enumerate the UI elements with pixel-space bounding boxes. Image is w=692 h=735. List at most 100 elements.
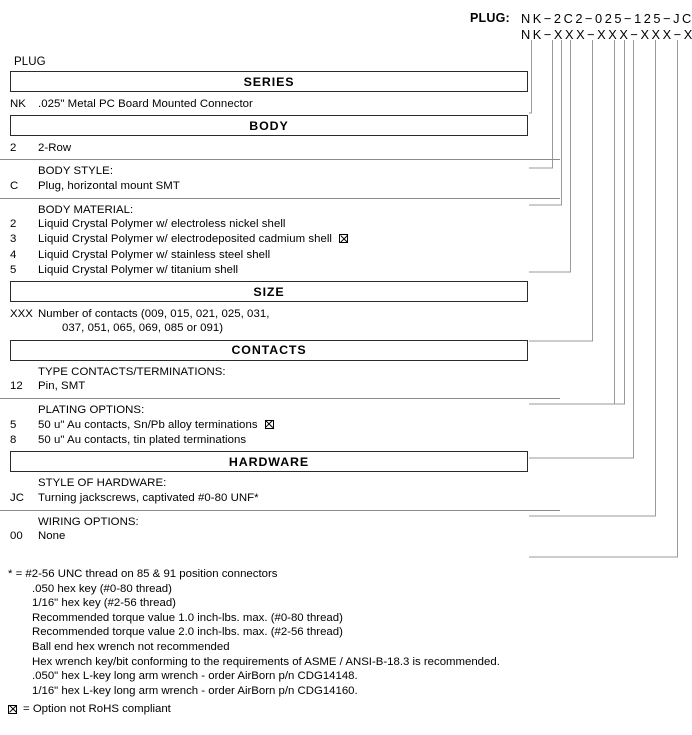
option-row[interactable]: XXX Number of contacts (009, 015, 021, 02… xyxy=(0,306,560,335)
group-heading: PLATING OPTIONS: xyxy=(38,404,145,417)
footnote-line: Recommended torque value 2.0 inch-lbs. m… xyxy=(32,626,343,639)
rohs-legend-text: = Option not RoHS compliant xyxy=(23,703,171,715)
footnote-line: .050 hex key (#0-80 thread) xyxy=(32,582,172,595)
option-code: C xyxy=(10,179,19,192)
option-row[interactable]: C Plug, horizontal mount SMT xyxy=(0,178,560,193)
option-description-text: .025" Metal PC Board Mounted Connector xyxy=(38,97,253,110)
option-code: 2 xyxy=(10,141,17,154)
section-title-box: SIZE xyxy=(10,281,528,303)
option-description-text: Liquid Crystal Polymer w/ stainless stee… xyxy=(38,248,271,261)
section-title-box: HARDWARE xyxy=(10,451,528,473)
section-title-box: SERIES xyxy=(10,71,528,92)
footnote-line: * = #2-56 UNC thread on 85 & 91 position… xyxy=(8,568,278,580)
option-description-text: None xyxy=(38,530,66,543)
section-hardware: HARDWARE STYLE OF HARDWARE: JC Turning jack… xyxy=(0,451,560,547)
option-row[interactable]: 5 50 u" Au contacts, Sn/Pb alloy terminat… xyxy=(0,417,560,432)
option-group: STYLE OF HARDWARE: JC Turning jackscrews, … xyxy=(0,472,560,509)
option-group: 2 2-Row xyxy=(0,136,560,159)
option-description: Liquid Crystal Polymer w/ stainless stee… xyxy=(38,248,270,262)
rohs-noncompliant-icon xyxy=(8,704,17,714)
section-title: CONTACTS xyxy=(231,343,307,358)
section-contacts: CONTACTS TYPE CONTACTS/TERMINATIONS: 12 Pin… xyxy=(0,339,560,452)
option-description-text: Liquid Crystal Polymer w/ electrodeposit… xyxy=(38,233,333,246)
option-code: XXX xyxy=(10,307,33,320)
footnote-line: Recommended torque value 1.0 inch-lbs. m… xyxy=(32,611,343,624)
option-description-text: Number of contacts (009, 015, 021, 025, … xyxy=(38,307,270,320)
part-number-header: PLUG: NK−2C2−025−125−JC00 NK−XXX−XXX−XXX… xyxy=(0,7,692,55)
part-number-template: NK−XXX−XXX−XXX−XXXX xyxy=(521,27,692,42)
option-row[interactable]: 3 Liquid Crystal Polymer w/ electrodeposi… xyxy=(0,232,560,247)
option-row[interactable]: JC Turning jackscrews, captivated #0-80 U… xyxy=(0,490,560,505)
option-code: 00 xyxy=(10,530,23,543)
option-description: 50 u" Au contacts, Sn/Pb alloy terminati… xyxy=(38,418,274,432)
group-heading: TYPE CONTACTS/TERMINATIONS: xyxy=(38,365,226,378)
section-size: SIZE XXX Number of contacts (009, 015, 021… xyxy=(0,281,560,339)
option-description: Turning jackscrews, captivated #0-80 UNF… xyxy=(38,491,259,505)
option-row[interactable]: 00 None xyxy=(0,529,560,544)
option-description-text: Liquid Crystal Polymer w/ electroless ni… xyxy=(38,218,286,231)
section-title: SIZE xyxy=(253,284,285,299)
group-heading: WIRING OPTIONS: xyxy=(38,515,139,528)
group-heading: BODY MATERIAL: xyxy=(38,203,134,216)
option-code: 5 xyxy=(10,418,17,431)
option-row[interactable]: 4 Liquid Crystal Polymer w/ stainless ste… xyxy=(0,247,560,262)
option-description-text: 2-Row xyxy=(38,141,72,154)
group-heading: STYLE OF HARDWARE: xyxy=(38,477,167,490)
option-group: BODY STYLE: C Plug, horizontal mount SMT xyxy=(0,159,560,197)
option-code: 12 xyxy=(10,380,23,393)
section-title: HARDWARE xyxy=(228,454,310,469)
option-row[interactable]: 8 50 u" Au contacts, tin plated terminati… xyxy=(0,432,560,447)
footnote-line: Hex wrench key/bit conforming to the req… xyxy=(32,655,500,668)
option-code: 8 xyxy=(10,433,17,446)
option-code: NK xyxy=(10,97,26,110)
section-title-box: CONTACTS xyxy=(10,339,528,361)
option-group: XXX Number of contacts (009, 015, 021, 02… xyxy=(0,302,560,339)
option-group: PLATING OPTIONS: 5 50 u" Au contacts, Sn/P… xyxy=(0,398,560,451)
option-description: Liquid Crystal Polymer w/ electroless ni… xyxy=(38,217,286,231)
section-title: BODY xyxy=(249,118,289,133)
option-description-text: Plug, horizontal mount SMT xyxy=(38,179,180,192)
section-title: SERIES xyxy=(243,74,295,89)
section-series: SERIES NK .025" Metal PC Board Mounted Con… xyxy=(0,71,560,115)
option-row[interactable]: 5 Liquid Crystal Polymer w/ titanium shel… xyxy=(0,262,560,277)
option-description: Liquid Crystal Polymer w/ titanium shell xyxy=(38,263,238,277)
option-group: NK .025" Metal PC Board Mounted Connector xyxy=(0,92,560,115)
part-number-breakdown-diagram: PLUG SERIES NK .025" Metal PC Board Mounte… xyxy=(0,56,560,548)
option-description-text: 50 u" Au contacts, Sn/Pb alloy terminati… xyxy=(38,418,258,431)
option-description-continuation: 037, 051, 065, 069, 085 or 091) xyxy=(62,322,224,335)
footnote-line: 1/16" hex L-key long arm wrench - order … xyxy=(32,684,358,697)
option-description: .025" Metal PC Board Mounted Connector xyxy=(38,97,253,111)
section-title-box: BODY xyxy=(10,115,528,137)
option-code: JC xyxy=(10,491,25,504)
option-description: Plug, horizontal mount SMT xyxy=(38,179,180,193)
rohs-noncompliant-icon xyxy=(264,419,274,429)
option-row[interactable]: 12 Pin, SMT xyxy=(0,379,560,394)
option-description: Pin, SMT xyxy=(38,379,85,393)
option-row[interactable]: NK .025" Metal PC Board Mounted Connector xyxy=(0,96,560,111)
option-description-text: Liquid Crystal Polymer w/ titanium shell xyxy=(38,263,239,276)
option-row[interactable]: 2 2-Row xyxy=(0,140,560,155)
option-description: Liquid Crystal Polymer w/ electrodeposit… xyxy=(38,232,349,246)
group-heading: BODY STYLE: xyxy=(38,165,114,178)
plug-caption: PLUG xyxy=(14,56,46,68)
option-description: 50 u" Au contacts, tin plated terminatio… xyxy=(38,433,246,447)
option-description-text: Pin, SMT xyxy=(38,380,86,393)
rohs-noncompliant-icon xyxy=(339,234,349,244)
part-number-example: NK−2C2−025−125−JC00 xyxy=(521,11,692,26)
option-description: None xyxy=(38,529,65,543)
option-group: WIRING OPTIONS: 00 None xyxy=(0,509,560,548)
option-description: Number of contacts (009, 015, 021, 025, … xyxy=(38,307,269,335)
footnote-line: Ball end hex wrench not recommended xyxy=(32,640,230,653)
option-code: 3 xyxy=(10,233,17,246)
footnote-line: .050" hex L-key long arm wrench - order … xyxy=(32,670,358,683)
option-code: 4 xyxy=(10,248,17,261)
option-description-text: 50 u" Au contacts, tin plated terminatio… xyxy=(38,433,247,446)
part-number-label: PLUG: xyxy=(470,11,510,25)
rohs-legend: = Option not RoHS compliant xyxy=(8,703,171,715)
option-description: 2-Row xyxy=(38,141,71,155)
option-group: TYPE CONTACTS/TERMINATIONS: 12 Pin, SMT xyxy=(0,361,560,398)
option-code: 5 xyxy=(10,263,17,276)
